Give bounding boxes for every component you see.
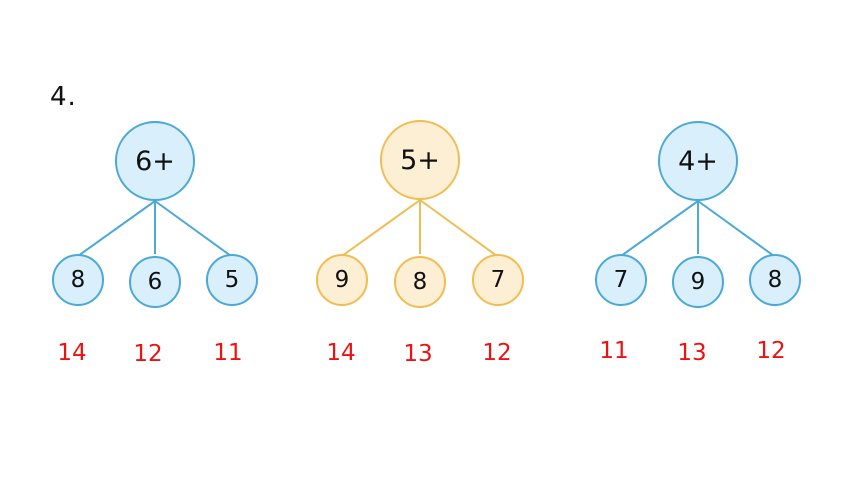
answer-value: 12 [482, 340, 512, 366]
connector-line [77, 200, 156, 257]
tree-top-node: 6+ [115, 121, 195, 201]
connector-line [341, 199, 421, 257]
tree-child-node: 7 [472, 254, 524, 306]
answer-value: 13 [403, 341, 433, 367]
answer-value: 12 [133, 341, 163, 367]
tree-child-node: 8 [749, 254, 801, 306]
answer-value: 13 [677, 340, 707, 366]
answer-value: 11 [599, 338, 629, 364]
tree-child-node: 6 [129, 256, 181, 308]
answer-value: 14 [326, 340, 356, 366]
connector-line [419, 199, 498, 257]
answer-value: 11 [213, 340, 243, 366]
tree-child-node: 8 [52, 254, 104, 306]
tree-child-node: 7 [595, 254, 647, 306]
answer-value: 12 [756, 338, 786, 364]
connector-line [154, 200, 232, 257]
tree-child-node: 8 [394, 256, 446, 308]
answer-value: 14 [57, 340, 87, 366]
connector-line [697, 200, 775, 257]
tree-top-node: 5+ [380, 120, 460, 200]
tree-child-node: 9 [316, 254, 368, 306]
tree-child-node: 5 [206, 254, 258, 306]
question-number: 4. [50, 82, 77, 112]
tree-child-node: 9 [672, 256, 724, 308]
connector-line [620, 200, 699, 257]
tree-top-node: 4+ [658, 121, 738, 201]
